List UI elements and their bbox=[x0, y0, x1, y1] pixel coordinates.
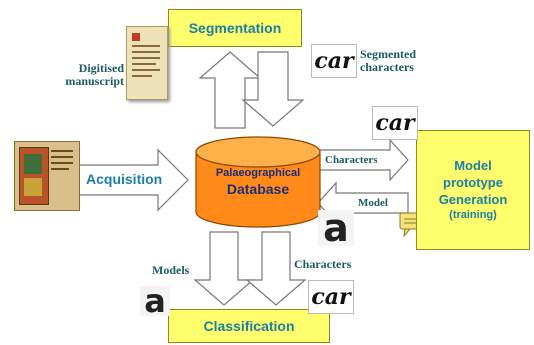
segmentation-label: Segmentation bbox=[188, 20, 282, 36]
classification-label: Classification bbox=[203, 318, 295, 334]
model-title-line1: Model bbox=[454, 158, 492, 173]
manuscript-page-image bbox=[126, 26, 168, 100]
classification-car-glyph: car bbox=[308, 280, 354, 314]
digitised-line2: manuscript bbox=[65, 74, 124, 88]
segmented-characters-label: Segmented characters bbox=[360, 48, 416, 74]
model-title-line2: prototype bbox=[443, 175, 503, 190]
arrow-down-characters bbox=[245, 231, 307, 306]
arrow-down-models bbox=[193, 231, 255, 306]
model-title-line3: Generation bbox=[438, 192, 508, 207]
a-glyph-text-2: a bbox=[144, 282, 166, 320]
open-book-image bbox=[14, 141, 80, 211]
digitised-manuscript-label: Digitised manuscript bbox=[60, 62, 124, 88]
database-cylinder bbox=[195, 136, 321, 228]
model-a-glyph: a bbox=[318, 206, 354, 250]
digitised-line1: Digitised bbox=[78, 61, 124, 75]
database-line2: Database bbox=[226, 181, 290, 197]
database-line1: Palaeographical bbox=[215, 167, 301, 179]
classification-box: Classification bbox=[168, 309, 330, 343]
models-a-glyph: a bbox=[140, 282, 170, 320]
arrow-characters-right bbox=[317, 138, 409, 182]
model-title-line4: (training) bbox=[449, 209, 497, 221]
car-glyph-text-2: car bbox=[375, 110, 415, 136]
car-glyph-text-3: car bbox=[311, 284, 351, 310]
segmented-line2: characters bbox=[360, 60, 414, 74]
characters-car-glyph: car bbox=[372, 106, 418, 140]
characters-bottom-label: Characters bbox=[294, 257, 352, 271]
a-glyph-text-1: a bbox=[323, 206, 349, 250]
model-left-label: Model bbox=[358, 197, 388, 209]
car-glyph-text-1: car bbox=[314, 48, 354, 74]
arrow-down-from-segmentation bbox=[241, 51, 305, 127]
arrow-acquisition bbox=[74, 148, 189, 212]
model-generation-box: Model prototype Generation (training) bbox=[416, 130, 530, 250]
acquisition-label: Acquisition bbox=[86, 171, 163, 187]
database-text: Palaeographical Database bbox=[196, 166, 320, 198]
segmented-line1: Segmented bbox=[360, 47, 416, 61]
arrow-up-to-segmentation bbox=[198, 51, 262, 129]
characters-right-label: Characters bbox=[325, 154, 378, 166]
models-label: Models bbox=[152, 263, 190, 277]
segmented-car-glyph: car bbox=[311, 44, 357, 78]
segmentation-box: Segmentation bbox=[168, 9, 302, 47]
